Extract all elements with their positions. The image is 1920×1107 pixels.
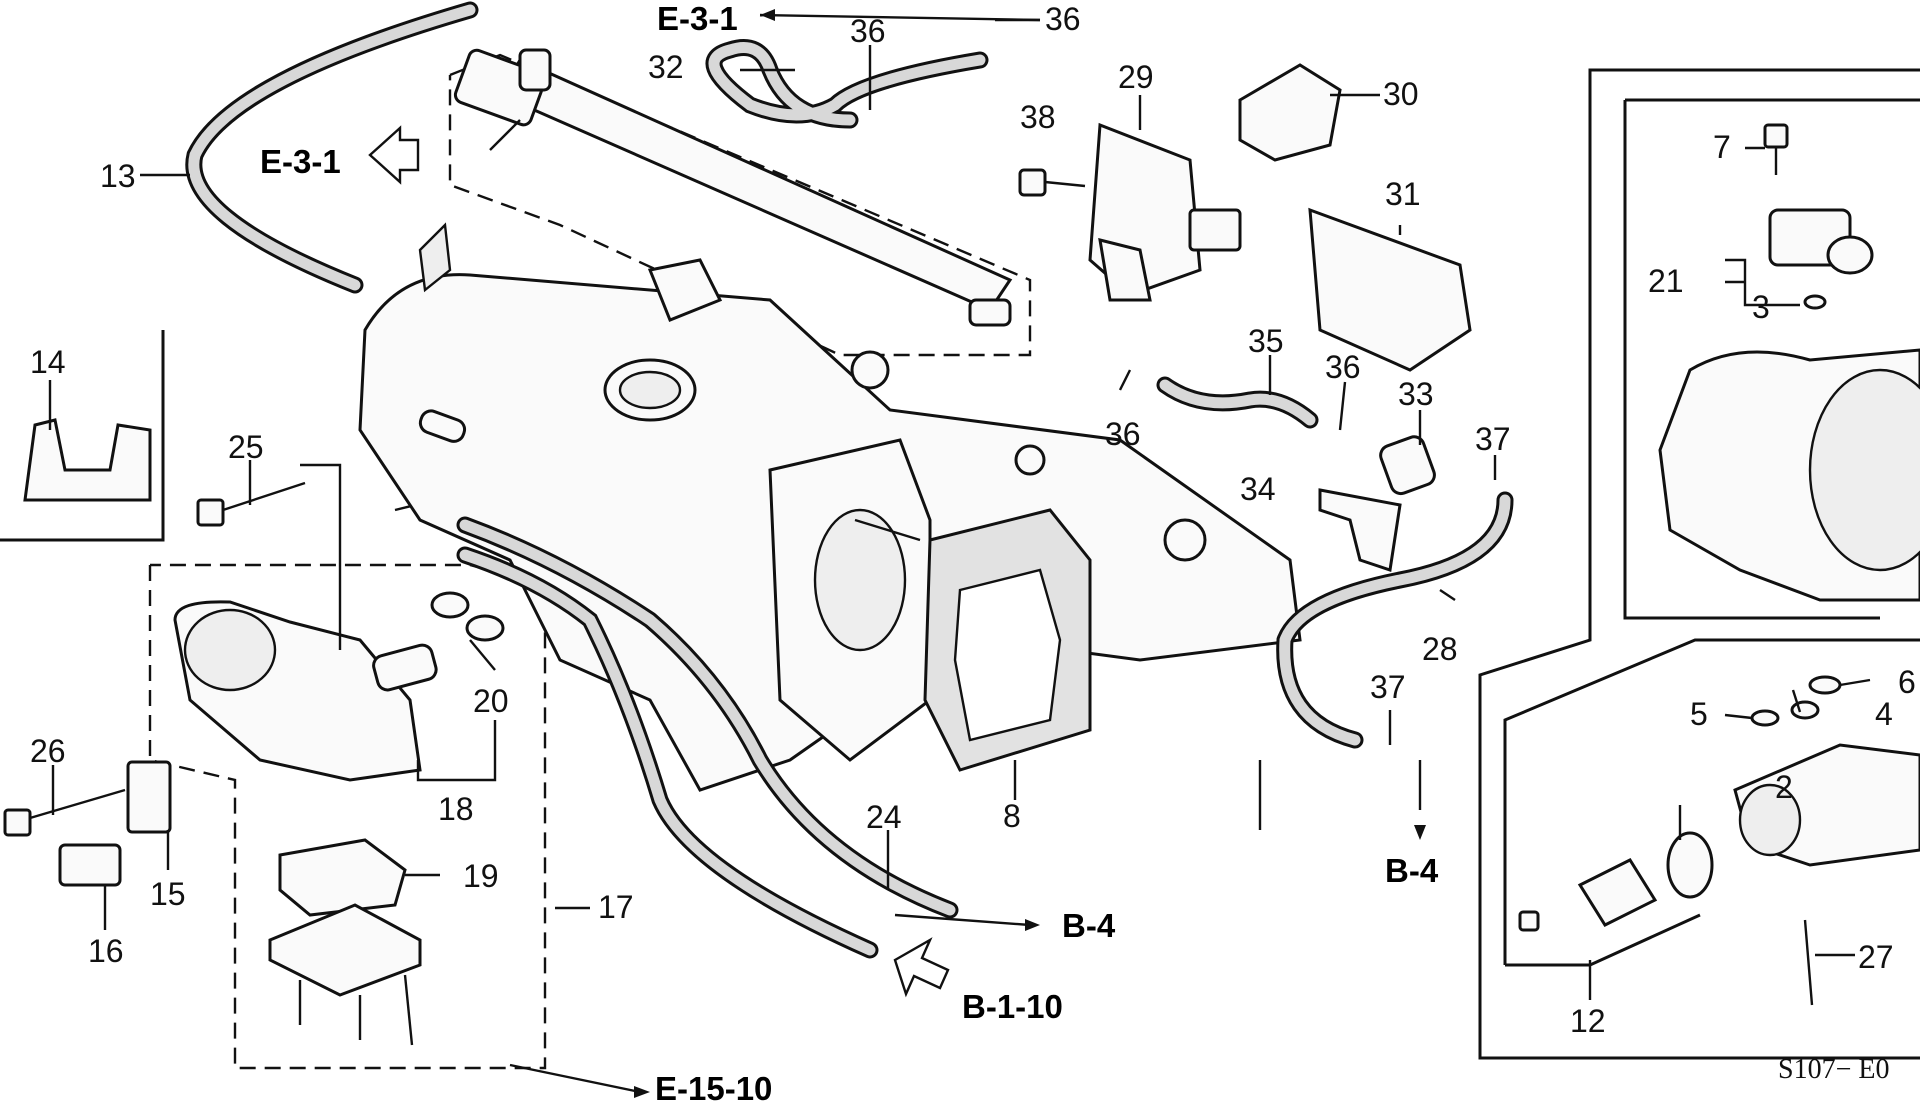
- label-3: 3: [1752, 289, 1770, 325]
- label-7: 7: [1713, 129, 1731, 165]
- label-37-upper: 37: [1475, 421, 1511, 457]
- label-27: 27: [1858, 939, 1894, 975]
- label-30: 30: [1383, 76, 1419, 112]
- label-36-right: 36: [1325, 349, 1361, 385]
- part-38: [1018, 168, 1047, 197]
- label-20: 20: [473, 683, 509, 719]
- part-17: [268, 903, 422, 997]
- label-12: 12: [1570, 1003, 1606, 1039]
- part-30: [1238, 63, 1342, 162]
- part-31: [1308, 207, 1472, 372]
- intake-manifold: [358, 222, 1302, 792]
- label-33: 33: [1398, 376, 1434, 412]
- label-31: 31: [1385, 176, 1421, 212]
- gasket-8: [923, 508, 1092, 772]
- ref-e-3-1-left: E-3-1: [260, 143, 341, 180]
- label-5: 5: [1690, 696, 1708, 732]
- hoses: [185, 1, 1514, 959]
- label-38: 38: [1020, 99, 1056, 135]
- label-2: 2: [1775, 769, 1793, 805]
- ref-b-4-bottom: B-4: [1385, 852, 1439, 889]
- label-24: 24: [866, 799, 902, 835]
- throttle-lower-frame: [1503, 638, 1920, 965]
- label-18: 18: [438, 791, 474, 827]
- label-32: 32: [648, 49, 684, 85]
- references: E-3-1 E-3-1 B-4 B-4 B-1-10 E-15-10: [260, 0, 1439, 1107]
- part-19: [278, 838, 407, 917]
- label-13: 13: [100, 158, 136, 194]
- part-5: [1750, 709, 1780, 727]
- part-14: [23, 418, 152, 502]
- label-19: 19: [463, 858, 499, 894]
- label-15: 15: [150, 876, 186, 912]
- part-2: [1666, 831, 1714, 899]
- leader-lines: [48, 13, 1871, 1094]
- fuel-rail: [453, 48, 1013, 327]
- part-12-gasket: [1577, 858, 1658, 927]
- label-37-lower: 37: [1370, 669, 1406, 705]
- throttle-inner-frame: [1623, 100, 1880, 620]
- ref-b-1-10: B-1-10: [962, 988, 1063, 1025]
- label-26: 26: [30, 733, 66, 769]
- part-33: [1379, 435, 1436, 496]
- throttle-body-frame: [1478, 68, 1920, 1060]
- label-16: 16: [88, 933, 124, 969]
- label-36-upper: 36: [850, 13, 886, 49]
- label-4: 4: [1875, 696, 1893, 732]
- ref-b-4-right: B-4: [1062, 907, 1116, 944]
- label-25: 25: [228, 429, 264, 465]
- arrow-left-icon: [368, 125, 420, 185]
- part-16: [58, 843, 122, 887]
- arrow-down-right-icon: [893, 937, 950, 998]
- label-34: 34: [1240, 471, 1276, 507]
- part-6: [1808, 675, 1842, 695]
- ref-e-3-1-top: E-3-1: [657, 0, 738, 37]
- diagram-code: S107− E0: [1778, 1054, 1889, 1085]
- fuel-rail-dashed-frame: [448, 53, 1032, 357]
- label-36-mid: 36: [1105, 416, 1141, 452]
- part-4: [1790, 700, 1820, 720]
- part-7: [1763, 123, 1789, 149]
- ref-e-15-10: E-15-10: [655, 1070, 772, 1107]
- label-21: 21: [1648, 263, 1684, 299]
- label-6: 6: [1898, 664, 1916, 700]
- part-27: [1803, 919, 1814, 1006]
- label-14: 14: [30, 344, 66, 380]
- part-14-frame: [0, 330, 165, 542]
- label-28: 28: [1422, 631, 1458, 667]
- part-labels: 2 3 4 5 6 7 8 12 13 14 15 16 17 18 19 20…: [30, 1, 1916, 1039]
- label-36-top: 36: [1045, 1, 1081, 37]
- label-17: 17: [598, 889, 634, 925]
- label-35: 35: [1248, 323, 1284, 359]
- small-parts: [3, 63, 1920, 1046]
- label-8: 8: [1003, 798, 1021, 834]
- part-15: [126, 760, 172, 834]
- label-29: 29: [1118, 59, 1154, 95]
- part-3: [1803, 294, 1827, 310]
- part-34: [1318, 488, 1402, 572]
